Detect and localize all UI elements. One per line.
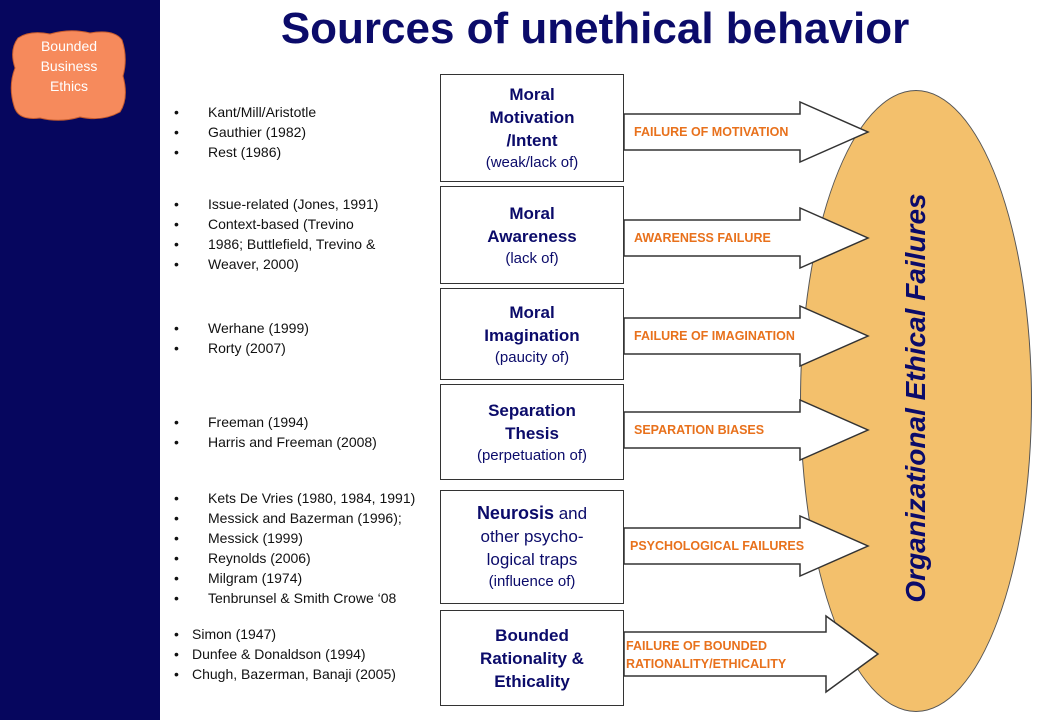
reference-item: Tenbrunsel & Smith Crowe ‘08 xyxy=(172,588,415,608)
box-title-line: other psycho- xyxy=(480,527,584,546)
organizational-failures-ellipse xyxy=(800,90,1032,712)
reference-item: Kant/Mill/Aristotle xyxy=(172,102,316,122)
arrow-label-awareness: AWARENESS FAILURE xyxy=(634,231,771,245)
reference-item: Context-based (Trevino xyxy=(172,214,378,234)
box-title-line: Moral xyxy=(509,85,555,104)
reference-item: 1986; Buttlefield, Trevino & xyxy=(172,234,378,254)
page-title: Sources of unethical behavior xyxy=(280,4,910,53)
reference-item: Rorty (2007) xyxy=(172,338,309,358)
arrow-label-bounded-1: FAILURE OF BOUNDED xyxy=(626,639,767,653)
reference-item: Simon (1947) xyxy=(172,624,396,644)
reference-item: Rest (1986) xyxy=(172,142,316,162)
arrow-psychological xyxy=(623,514,870,578)
arrow-label-separation: SEPARATION BIASES xyxy=(634,423,765,437)
box-title-line: Separation xyxy=(488,400,576,420)
references-bounded-rationality: Simon (1947) Dunfee & Donaldson (1994) C… xyxy=(172,624,396,684)
box-moral-motivation: Moral Motivation /Intent (weak/lack of) xyxy=(440,74,624,182)
box-title-line: Moral xyxy=(509,302,555,322)
arrow-bounded-rationality xyxy=(623,614,880,694)
box-title-line: Awareness xyxy=(487,226,577,246)
box-title-line: Neurosis and xyxy=(441,502,623,525)
reference-item: Messick (1999) xyxy=(172,528,415,548)
box-neurosis: Neurosis and other psycho- logical traps… xyxy=(440,490,624,604)
reference-item: Dunfee & Donaldson (1994) xyxy=(172,644,396,664)
box-title-line: Bounded xyxy=(495,625,569,645)
box-title-line: Moral xyxy=(509,203,555,223)
arrow-label-imagination: FAILURE OF IMAGINATION xyxy=(634,329,795,343)
badge-line-1: Bounded xyxy=(40,38,98,54)
references-awareness: Issue-related (Jones, 1991) Context-base… xyxy=(172,194,378,274)
badge-line-2: Business xyxy=(40,58,98,74)
references-psychological: Kets De Vries (1980, 1984, 1991) Messick… xyxy=(172,488,415,608)
box-subtitle: (perpetuation of) xyxy=(476,446,588,464)
reference-item: Issue-related (Jones, 1991) xyxy=(172,194,378,214)
box-bounded-rationality: Bounded Rationality & Ethicality xyxy=(440,610,624,706)
box-title-line: Imagination xyxy=(484,325,580,345)
reference-item: Freeman (1994) xyxy=(172,412,377,432)
arrow-label-bounded-2: RATIONALITY/ETHICALITY xyxy=(626,657,787,671)
box-moral-awareness: Moral Awareness (lack of) xyxy=(440,186,624,284)
reference-item: Messick and Bazerman (1996); xyxy=(172,508,415,528)
references-motivation: Kant/Mill/Aristotle Gauthier (1982) Rest… xyxy=(172,102,316,162)
box-moral-imagination: Moral Imagination (paucity of) xyxy=(440,288,624,380)
box-subtitle: (influence of) xyxy=(488,573,576,590)
box-title-normal: and xyxy=(553,504,588,523)
box-subtitle: (weak/lack of) xyxy=(485,154,579,171)
arrow-imagination xyxy=(623,304,870,368)
badge-line-3: Ethics xyxy=(49,78,89,94)
reference-item: Reynolds (2006) xyxy=(172,548,415,568)
references-imagination: Werhane (1999) Rorty (2007) xyxy=(172,318,309,358)
sidebar-band xyxy=(0,0,160,720)
reference-item: Chugh, Bazerman, Banaji (2005) xyxy=(172,664,396,684)
box-subtitle: (lack of) xyxy=(505,249,559,267)
box-title-line: /Intent xyxy=(506,131,558,150)
box-title-line: Ethicality xyxy=(494,671,570,691)
arrow-motivation xyxy=(623,100,870,164)
reference-item: Werhane (1999) xyxy=(172,318,309,338)
reference-continuation: Messick (1999) xyxy=(208,530,303,546)
reference-item: Harris and Freeman (2008) xyxy=(172,432,377,452)
box-title-line: Thesis xyxy=(505,423,559,443)
reference-continuation: 1986; Buttlefield, Trevino & xyxy=(208,236,376,252)
bounded-business-ethics-badge: Bounded Business Ethics xyxy=(10,28,128,122)
reference-item: Milgram (1974) xyxy=(172,568,415,588)
box-title-bold: Neurosis xyxy=(476,503,554,523)
box-separation-thesis: Separation Thesis (perpetuation of) xyxy=(440,384,624,480)
arrow-label-motivation: FAILURE OF MOTIVATION xyxy=(634,125,789,139)
references-separation: Freeman (1994) Harris and Freeman (2008) xyxy=(172,412,377,452)
arrow-separation xyxy=(623,398,870,462)
box-title-line: Motivation xyxy=(489,108,575,127)
box-title-line: logical traps xyxy=(486,550,578,569)
reference-item: Gauthier (1982) xyxy=(172,122,316,142)
box-title-line: Rationality & xyxy=(480,648,584,668)
arrow-label-psychological: PSYCHOLOGICAL FAILURES xyxy=(630,539,805,553)
reference-item: Kets De Vries (1980, 1984, 1991) xyxy=(172,488,415,508)
box-subtitle: (paucity of) xyxy=(494,348,570,366)
reference-item: Weaver, 2000) xyxy=(172,254,378,274)
arrow-awareness xyxy=(623,206,870,270)
reference-continuation: Weaver, 2000) xyxy=(208,256,299,272)
